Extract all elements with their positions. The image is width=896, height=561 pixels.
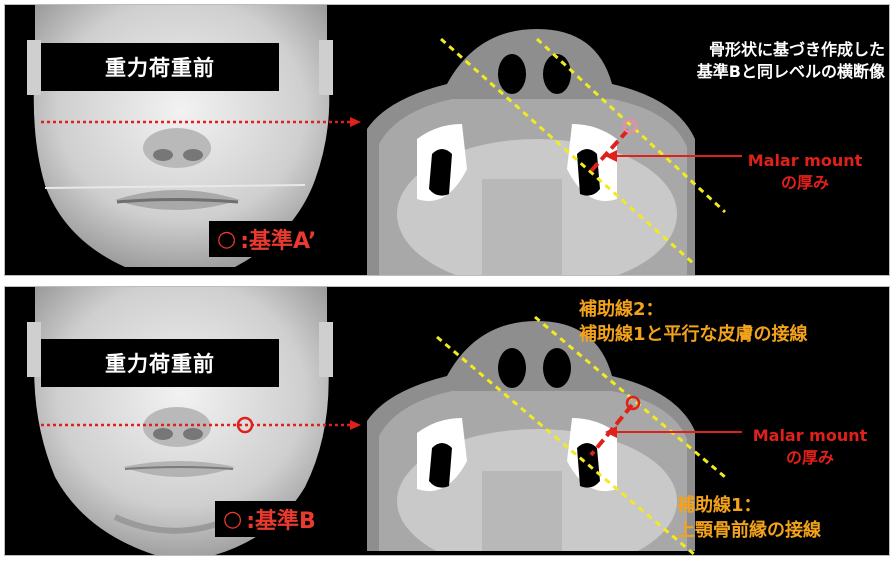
malar-mount-label: Malar mount の厚み [735,150,875,194]
aux-line-1-desc: 上顎骨前縁の接線 [677,518,887,543]
aux-line-1 [437,337,695,555]
aux-line-1-title: 補助線1： [677,493,887,518]
panel-before-load-ref-b: 重力荷重前 ○ :基準B 補助線2： 補助線1と平行な皮膚の接線 Malar m… [4,286,890,556]
aux-line-1-label: 補助線1： 上顎骨前縁の接線 [677,493,887,543]
aux-line-2-label: 補助線2： 補助線1と平行な皮膚の接線 [579,297,889,347]
malar-mount-line-1: Malar mount [735,425,885,447]
ct-description-line-2: 基準Bと同レベルの横断像 [635,61,885,83]
malar-thickness-line [591,130,628,171]
aux-line-2-title: 補助線2： [579,297,889,322]
aux-line-2-desc: 補助線1と平行な皮膚の接線 [579,322,889,347]
ct-description-line-1: 骨形状に基づき作成した [635,39,885,61]
ct-description-note: 骨形状に基づき作成した 基準Bと同レベルの横断像 [635,39,885,83]
malar-mount-label: Malar mount の厚み [735,425,885,469]
malar-mount-line-2: の厚み [735,172,875,194]
reference-point-marker [624,120,636,132]
malar-mount-line-1: Malar mount [735,150,875,172]
malar-mount-line-2: の厚み [735,447,885,469]
panel-before-load-ref-a: 重力荷重前 ○ :基準A’ 骨形状に基づき作成した 基準Bと同レベルの横断像 M… [4,4,890,276]
